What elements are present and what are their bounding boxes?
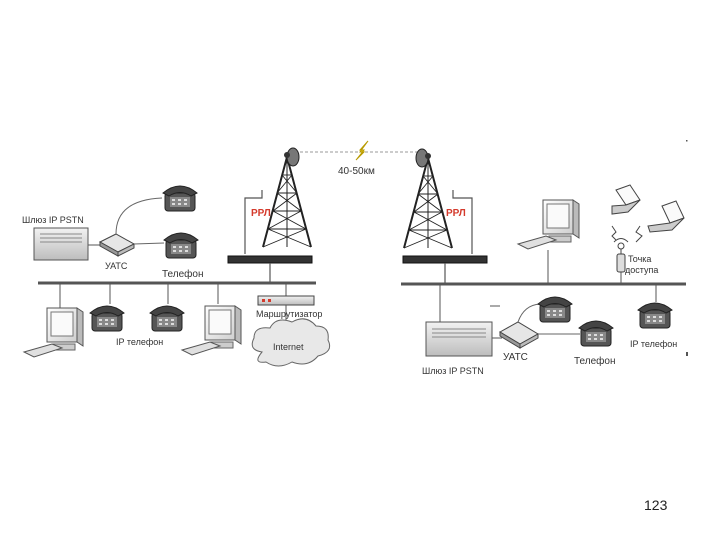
ip-phone-label-left: IP телефон xyxy=(116,337,163,347)
phone-label-right: Телефон xyxy=(574,355,615,367)
router-label: Маршрутизатор xyxy=(256,309,322,319)
rrl-link-left xyxy=(244,190,263,254)
ip-phone-icon xyxy=(149,305,185,332)
rrl-label-left: РРЛ xyxy=(251,208,271,219)
ip-phone-label-right: IP телефон xyxy=(630,339,677,349)
phone-icon xyxy=(537,296,573,323)
tower-right xyxy=(403,148,453,249)
internet-cloud-icon xyxy=(251,318,331,367)
switch-bar-right xyxy=(402,255,488,264)
router-device xyxy=(257,295,315,306)
access-point-icon xyxy=(613,238,629,273)
phone-icon xyxy=(163,232,199,259)
tower-left xyxy=(262,147,312,248)
access-point-label-line2: доступа xyxy=(625,265,658,275)
access-point-label-line1: Точка xyxy=(628,254,651,264)
distance-label: 40-50км xyxy=(338,166,375,177)
phone-label-left: Телефон xyxy=(162,268,203,280)
uats-device-right xyxy=(499,321,539,349)
rrl-link-right xyxy=(452,190,473,254)
page-number: 123 xyxy=(644,497,668,513)
gateway-label-right: Шлюз IP PSTN xyxy=(422,366,484,376)
ip-phone-icon xyxy=(637,302,673,329)
gateway-device-right xyxy=(425,321,493,357)
computer-icon xyxy=(542,199,580,243)
switch-bar-left xyxy=(227,255,313,264)
laptop-icon xyxy=(647,200,685,233)
internet-label: Internet xyxy=(273,342,304,352)
wireless-signal-icon xyxy=(611,225,643,243)
edge-mark xyxy=(686,140,688,142)
rrl-label-right: РРЛ xyxy=(446,208,466,219)
uats-label-left: УАТС xyxy=(105,261,128,271)
radio-link xyxy=(300,140,418,161)
edge-mark xyxy=(686,352,688,356)
phone-icon xyxy=(162,185,198,212)
laptop-icon xyxy=(611,184,641,215)
gateway-label-left: Шлюз IP PSTN xyxy=(22,215,84,225)
ip-phone-icon xyxy=(89,305,125,332)
uats-label-right: УАТС xyxy=(503,352,528,363)
phone-icon xyxy=(578,320,614,347)
uats-device-left xyxy=(98,233,136,257)
gateway-device-left xyxy=(33,227,89,261)
